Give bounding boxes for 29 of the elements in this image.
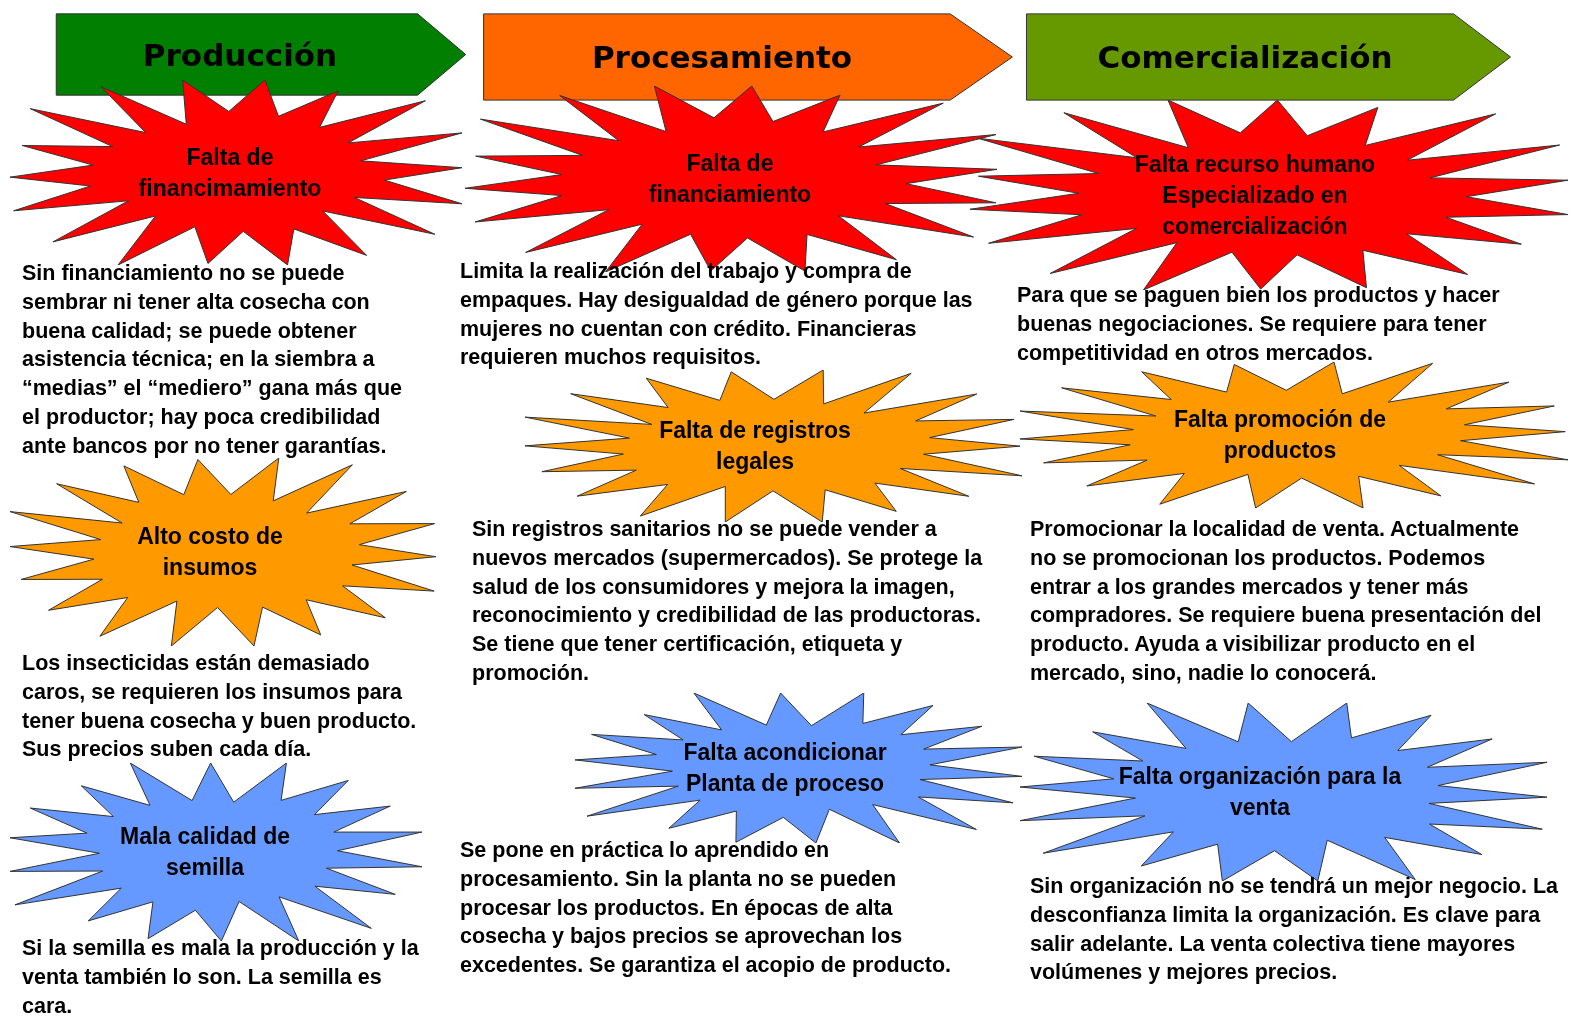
starburst-shape [10, 763, 422, 941]
description-paragraph: Sin financiamiento no se puede sembrar ni tener alta cosecha con buena calidad; se puede obtener asistencia técnica; en la siembra a “medias” el “mediero” gana más que el productor; hay poca credibilidad ante bancos por no tener garantías. [22, 260, 403, 460]
problem-title: Alto costo de insumos [136, 522, 284, 582]
description-paragraph: Se pone en práctica lo aprendido en procesamiento. Sin la planta no se pueden procesar los productos. En épocas de alta cosecha y bajos precios se aprovechan los excedentes. Se garantiza el acopio de producto. [460, 837, 953, 980]
problem-title: Falta organización para la venta [1117, 762, 1403, 822]
starburst-shape [575, 693, 1022, 843]
stage-title: Comercialización [1096, 39, 1394, 75]
problem-title: Falta de registros legales [658, 416, 852, 476]
chevron-arrow-header [55, 13, 467, 96]
description-paragraph: Los insecticidas están demasiado caros, se requieren los insumos para tener buena cosecha y buen producto. Sus precios suben cada día. [22, 650, 418, 764]
starburst-shape [10, 458, 438, 646]
description-paragraph: Limita la realización del trabajo y compra de empaques. Hay desigualdad de género porque las mujeres no cuentan con crédito. Financieras requieren muchos requisitos. [460, 258, 974, 372]
description-paragraph: Si la semilla es mala la producción y la venta también lo son. La semilla es cara. [22, 935, 420, 1019]
problem-title: Falta de financimamiento [137, 142, 323, 203]
problem-title: Falta recurso humano Especializado en comercialización [1133, 149, 1377, 241]
starburst-shape [10, 80, 462, 265]
description-paragraph: Promocionar la localidad de venta. Actualmente no se promocionan los productos. Podemos entrar a los grandes mercados y tener más compradores. Se requiere buena presentación del producto. Ayuda a visibilizar producto en el mercado, sino, nadie lo conocerá. [1030, 516, 1543, 687]
problem-title: Mala calidad de semilla [119, 822, 291, 882]
problem-title: Falta acondicionar Planta de proceso [682, 738, 888, 798]
description-paragraph: Sin organización no se tendrá un mejor negocio. La desconfianza limita la organización. Es clave para salir adelante. La venta colectiva tiene mayores volúmenes y mejores precios. [1030, 873, 1560, 987]
chevron-arrow-header [482, 13, 1014, 101]
problem-title: Falta promoción de productos [1172, 405, 1388, 465]
starburst-shape [525, 370, 1022, 522]
problem-title: Falta de financiamiento [647, 149, 813, 209]
stage-title: Producción [141, 36, 339, 73]
description-paragraph: Sin registros sanitarios no se puede vender a nuevos mercados (supermercados). Se protege la salud de los consumidores y mejora la imagen, reconocimiento y credibilidad de las productoras. Se tiene que tener certificación, etiqueta y promoción. [472, 516, 984, 687]
stage-title: Procesamiento [590, 39, 854, 75]
chevron-arrow-header [1025, 13, 1512, 101]
description-paragraph: Para que se paguen bien los productos y hacer buenas negociaciones. Se requiere para tener competitividad en otros mercados. [1017, 282, 1501, 367]
